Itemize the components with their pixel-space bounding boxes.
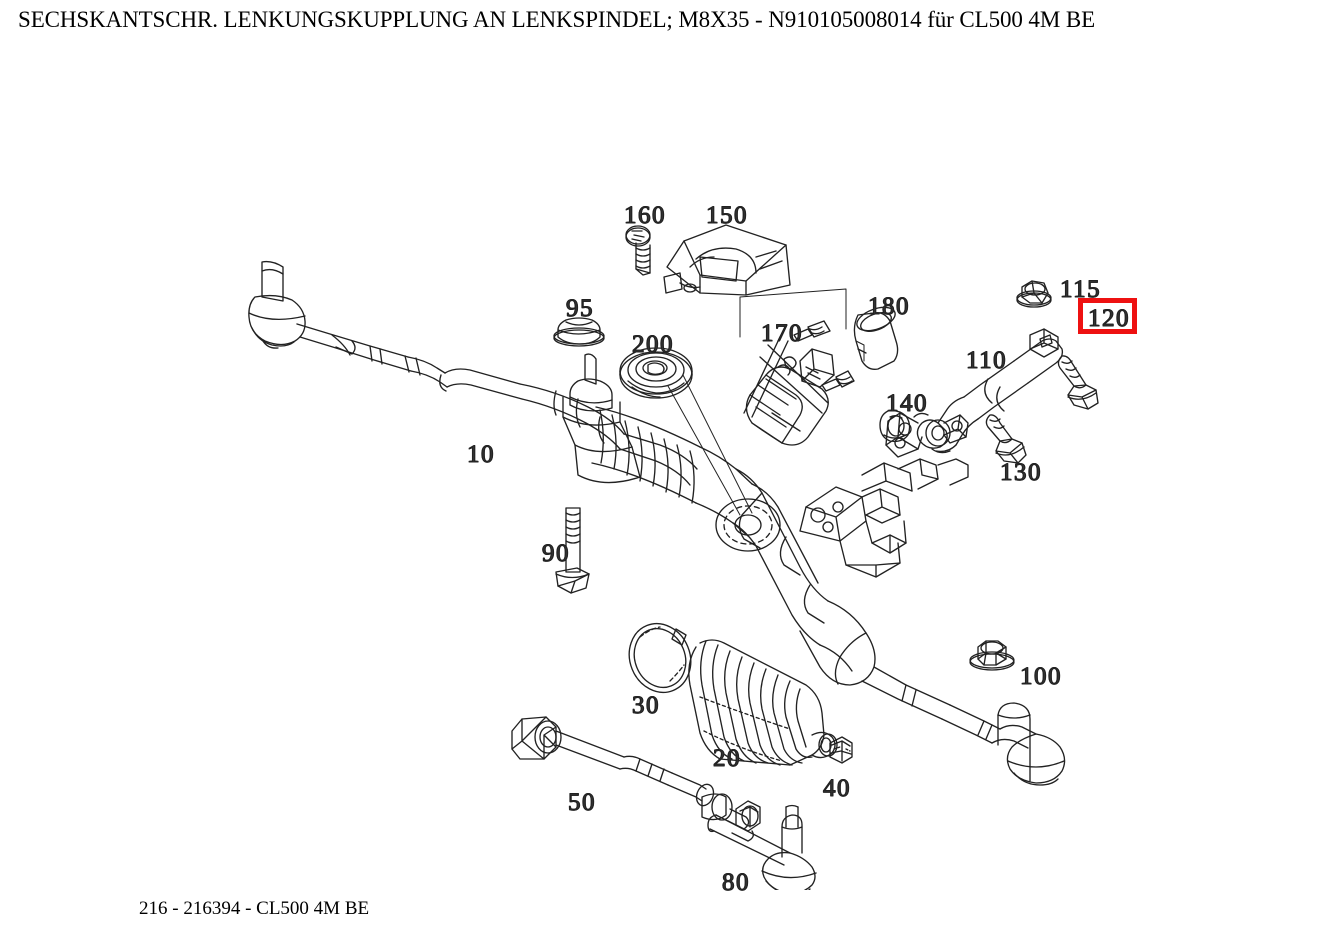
callout-180[interactable]: 180 xyxy=(868,293,910,320)
part-140-bushing xyxy=(879,409,911,443)
callout-100[interactable]: 100 xyxy=(1020,663,1062,690)
callout-30[interactable]: 30 xyxy=(632,692,660,719)
part-130-hex-bolt xyxy=(985,414,1027,464)
part-80-outer-tie-rod-end xyxy=(707,804,817,890)
part-200-seal-cap xyxy=(619,347,781,552)
part-100-flange-nut xyxy=(969,640,1015,671)
part-160-screw xyxy=(625,225,651,276)
part-90-hex-bolt xyxy=(555,507,590,594)
part-95-flange-nut xyxy=(553,317,605,347)
part-30-clamp xyxy=(628,622,692,694)
diagram-linework xyxy=(248,224,1099,890)
callout-170[interactable]: 170 xyxy=(761,320,803,347)
part-115-flange-nut xyxy=(1016,280,1052,308)
callout-95[interactable]: 95 xyxy=(566,295,594,322)
callout-140[interactable]: 140 xyxy=(886,390,928,417)
part-40-small-clamp xyxy=(829,736,853,764)
parts-diagram: 10 20 30 40 50 80 90 95 100 110 115 130 … xyxy=(0,45,1326,896)
callout-130[interactable]: 130 xyxy=(1000,459,1042,486)
callout-110[interactable]: 110 xyxy=(965,347,1008,374)
left-tie-rod-end xyxy=(248,260,448,388)
callout-160[interactable]: 160 xyxy=(624,202,666,229)
part-120-hex-bolt xyxy=(1057,355,1099,410)
highlight-box-part-120[interactable]: 120 xyxy=(1078,298,1137,334)
callout-120[interactable]: 120 xyxy=(1088,305,1130,332)
page-title: SECHSKANTSCHR. LENKUNGSKUPPLUNG AN LENKS… xyxy=(18,7,1096,32)
part-180-sleeve xyxy=(853,306,899,370)
right-tie-rod-end xyxy=(991,702,1066,786)
callout-150[interactable]: 150 xyxy=(706,202,748,229)
callout-200[interactable]: 200 xyxy=(632,331,674,358)
callout-90[interactable]: 90 xyxy=(542,540,570,567)
rack-housing-center xyxy=(562,353,1001,744)
part-170-actuator xyxy=(739,288,855,446)
page-footer: 216 - 216394 - CL500 4M BE xyxy=(139,898,370,919)
callout-80[interactable]: 80 xyxy=(722,869,750,896)
callout-20[interactable]: 20 xyxy=(713,745,741,772)
part-20-bellows-boot xyxy=(688,639,838,766)
callout-50[interactable]: 50 xyxy=(568,789,596,816)
part-150-cover xyxy=(663,224,791,296)
callout-10[interactable]: 10 xyxy=(467,441,495,468)
callout-40[interactable]: 40 xyxy=(823,775,851,802)
